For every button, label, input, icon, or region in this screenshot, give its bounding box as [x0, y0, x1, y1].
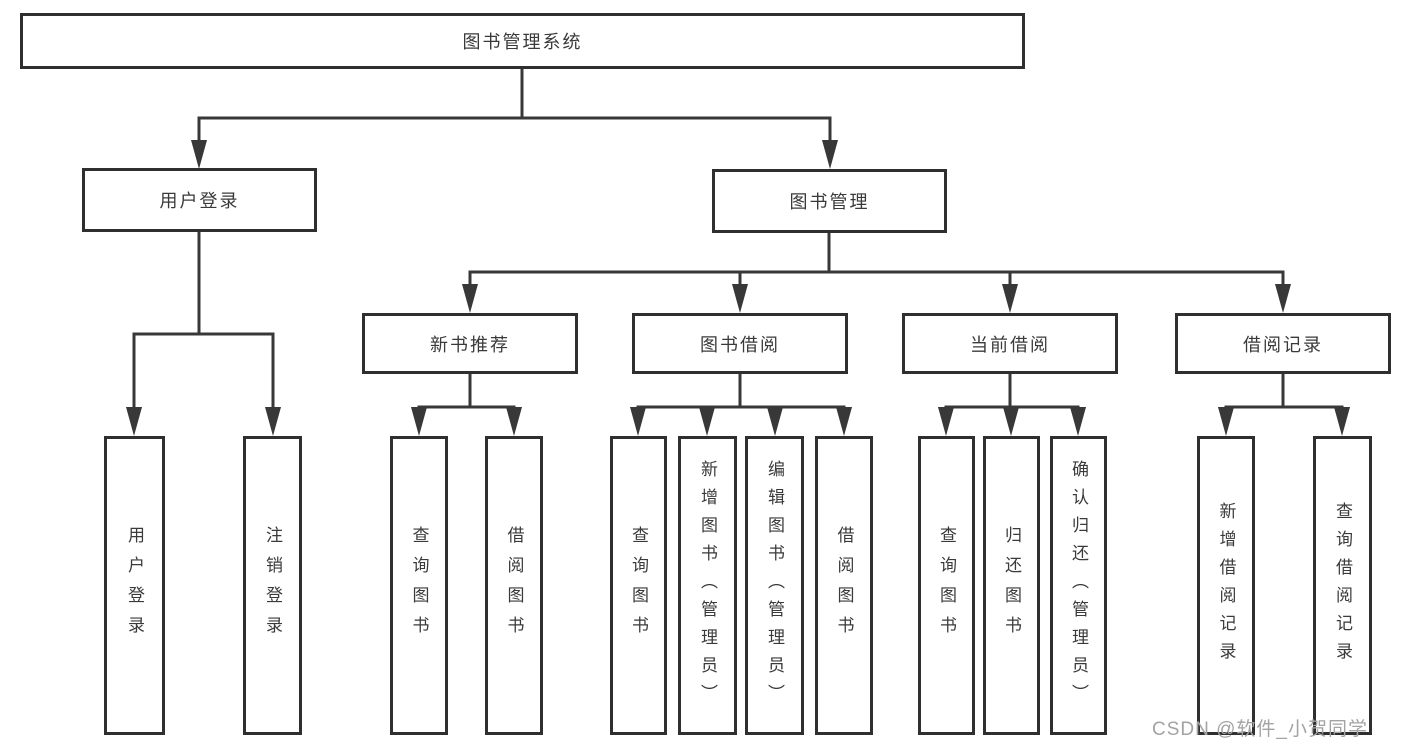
node-book-borrow: 图书借阅 — [632, 313, 848, 374]
leaf-add-borrow-record: 新增借阅记录 — [1197, 436, 1255, 735]
node-book-management-branch: 图书管理 — [712, 169, 947, 233]
leaf-query-books-recommend: 查询图书 — [390, 436, 448, 735]
node-borrow-records: 借阅记录 — [1175, 313, 1391, 374]
csdn-watermark: CSDN @软件_小贺同学 — [1152, 719, 1368, 740]
leaf-query-books-borrow: 查询图书 — [610, 436, 667, 735]
leaf-confirm-return-admin: 确认归还（管理员） — [1050, 436, 1107, 735]
leaf-user-login: 用户登录 — [104, 436, 165, 735]
leaf-query-borrow-record: 查询借阅记录 — [1313, 436, 1372, 735]
leaf-add-book-admin: 新增图书（管理员） — [678, 436, 737, 735]
leaf-logout: 注销登录 — [243, 436, 302, 735]
node-user-login-branch: 用户登录 — [82, 168, 317, 232]
node-current-borrow: 当前借阅 — [902, 313, 1118, 374]
leaf-edit-book-admin: 编辑图书（管理员） — [745, 436, 804, 735]
leaf-borrow-books-recommend: 借阅图书 — [485, 436, 543, 735]
leaf-borrow-books: 借阅图书 — [815, 436, 873, 735]
leaf-query-books-current: 查询图书 — [918, 436, 975, 735]
node-new-book-recommend: 新书推荐 — [362, 313, 578, 374]
node-root-library-system: 图书管理系统 — [20, 13, 1025, 69]
leaf-return-books: 归还图书 — [983, 436, 1040, 735]
